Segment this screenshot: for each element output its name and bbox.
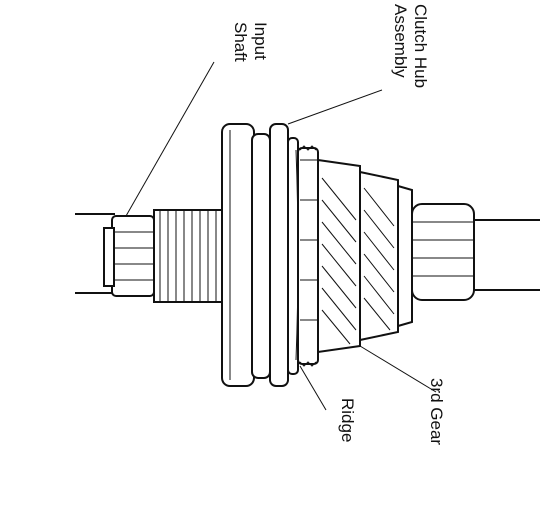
right-collar xyxy=(411,203,475,301)
leader-clutch-hub xyxy=(287,89,383,125)
input-shaft-label-line1: Input xyxy=(251,22,270,60)
clutch-hub-rings xyxy=(269,123,299,387)
leader-third-gear xyxy=(359,345,437,393)
shaft-splines xyxy=(153,209,225,303)
input-shaft-spline xyxy=(103,215,155,297)
clutch-hub-label-line2: Assembly xyxy=(391,4,410,78)
ridge-teeth xyxy=(297,145,319,367)
ridge-label: Ridge xyxy=(338,398,357,443)
shaft-right xyxy=(470,219,540,291)
leader-lines xyxy=(125,61,437,411)
input-shaft-label: Input Shaft xyxy=(230,22,270,62)
thin-plate xyxy=(251,133,271,379)
clutch-hub-label: Clutch Hub Assembly xyxy=(390,4,430,88)
third-gear-body xyxy=(317,158,413,354)
input-shaft-label-line2: Shaft xyxy=(231,22,250,62)
leader-input-shaft xyxy=(125,61,215,217)
flange-disc xyxy=(221,123,255,387)
clutch-hub-label-line1: Clutch Hub xyxy=(411,4,430,89)
third-gear-label: 3rd Gear xyxy=(427,378,446,446)
shaft-left xyxy=(75,213,115,294)
leader-ridge xyxy=(299,365,327,411)
